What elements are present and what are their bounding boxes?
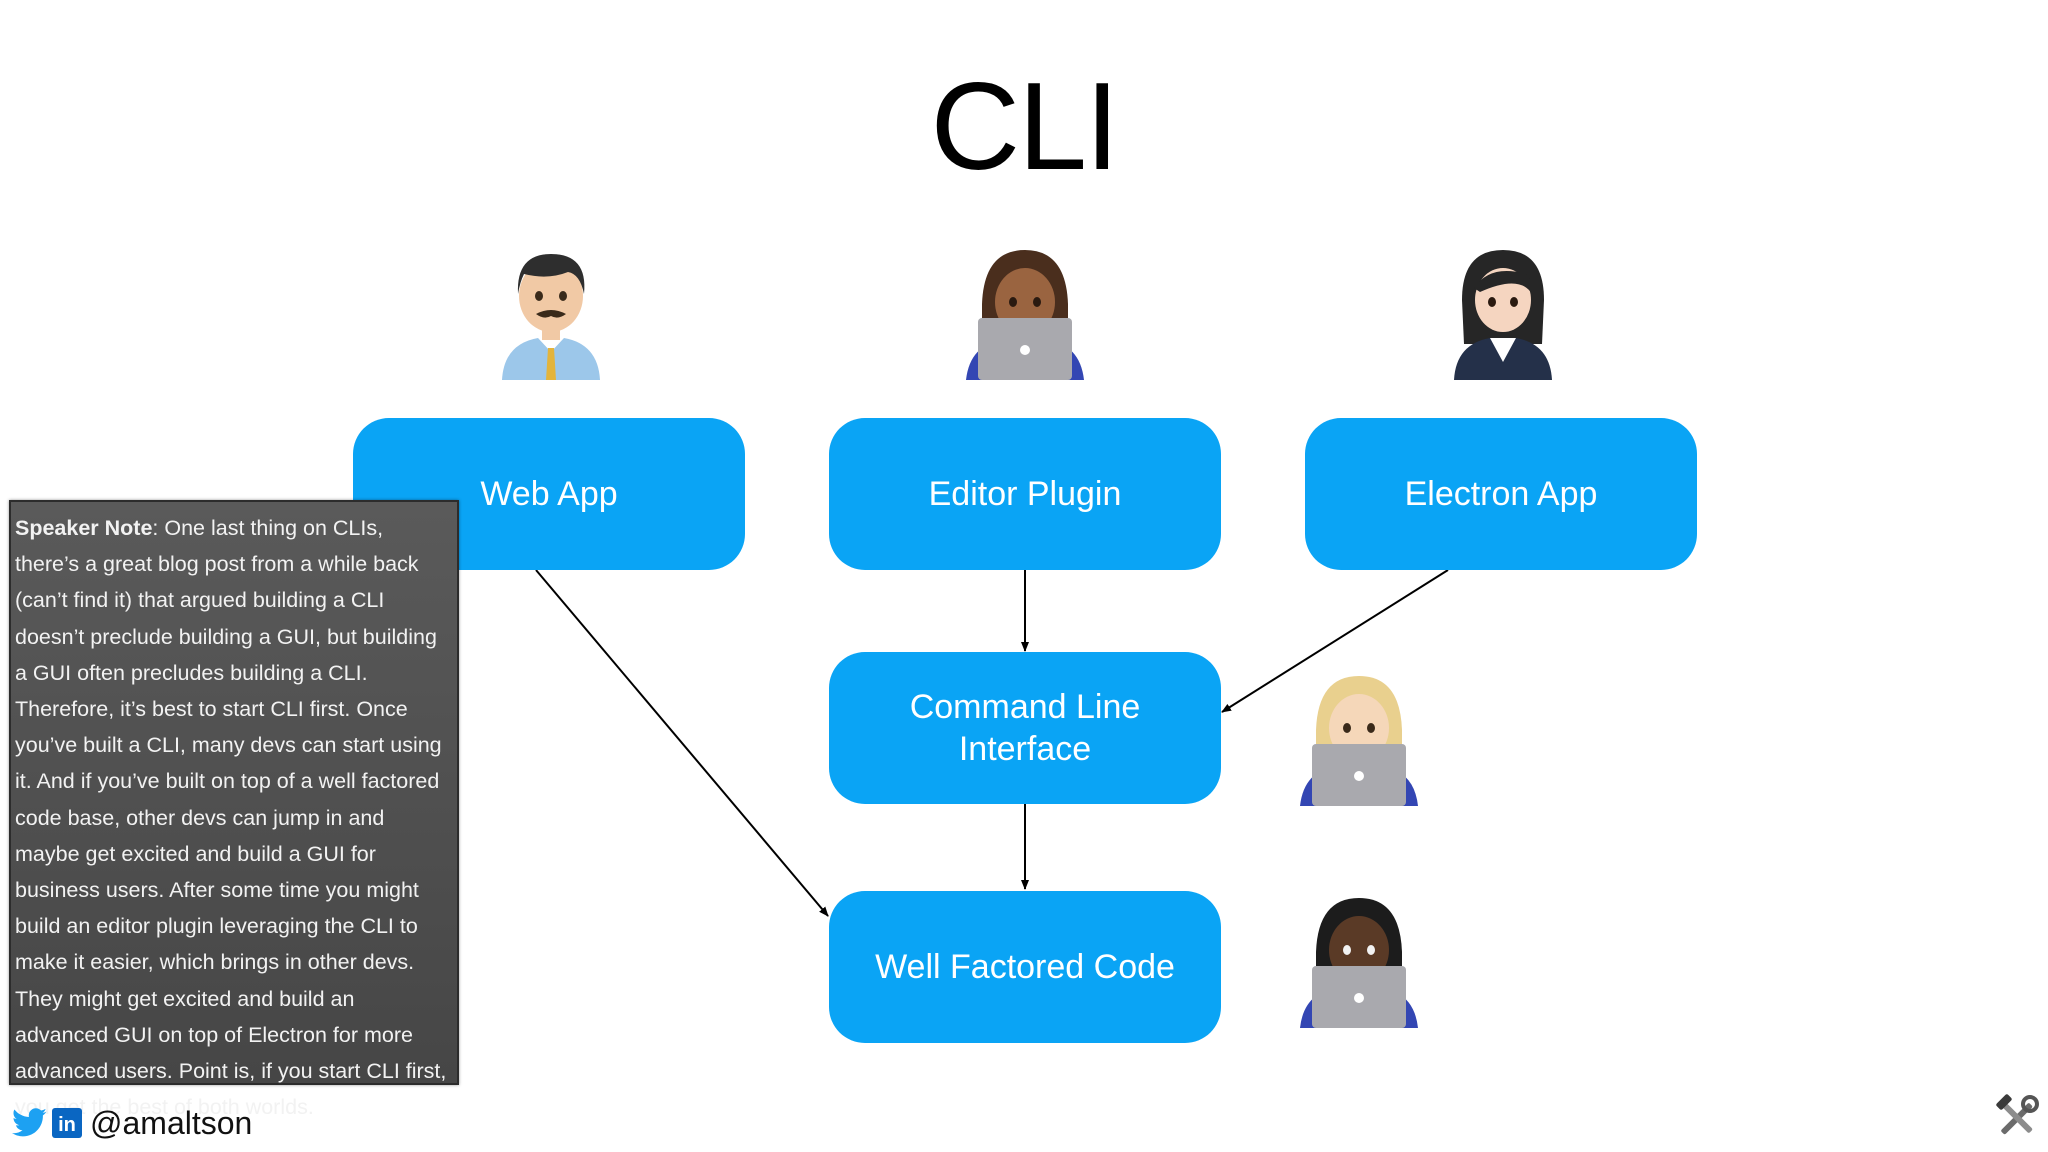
node-electron-app: Electron App [1305,418,1697,570]
footer: in @amaltson [12,1100,252,1146]
slide-title: CLI [930,58,1120,196]
node-editor-plugin: Editor Plugin [829,418,1221,570]
node-label: Editor Plugin [928,475,1122,513]
speaker-note: Speaker Note: One last thing on CLIs, th… [9,500,459,1119]
speaker-note-text: : One last thing on CLIs, there’s a grea… [15,516,447,1120]
linkedin-icon[interactable]: in [52,1108,82,1138]
node-label: Command Line Interface [909,688,1141,768]
twitter-icon[interactable] [12,1108,48,1138]
hammer-and-wrench-icon [1996,1094,2039,1135]
node-label: Electron App [1404,475,1598,513]
linkedin-glyph: in [58,1114,76,1136]
edge-electron-to-cli [1221,569,1449,713]
developer-avatar-icon [966,250,1084,380]
businesswoman-avatar-icon [1454,250,1552,380]
node-cli: Command Line Interface [829,652,1221,804]
edge-web-to-code [535,569,829,917]
blonde-developer-avatar-icon [1300,676,1418,806]
dark-developer-avatar-icon [1300,898,1418,1028]
node-label: Web App [480,475,618,513]
social-handle[interactable]: @amaltson [90,1104,253,1141]
node-well-factored-code: Well Factored Code [829,891,1221,1043]
node-label: Well Factored Code [875,948,1175,986]
speaker-note-label: Speaker Note [15,516,153,540]
businessman-avatar-icon [502,254,600,380]
